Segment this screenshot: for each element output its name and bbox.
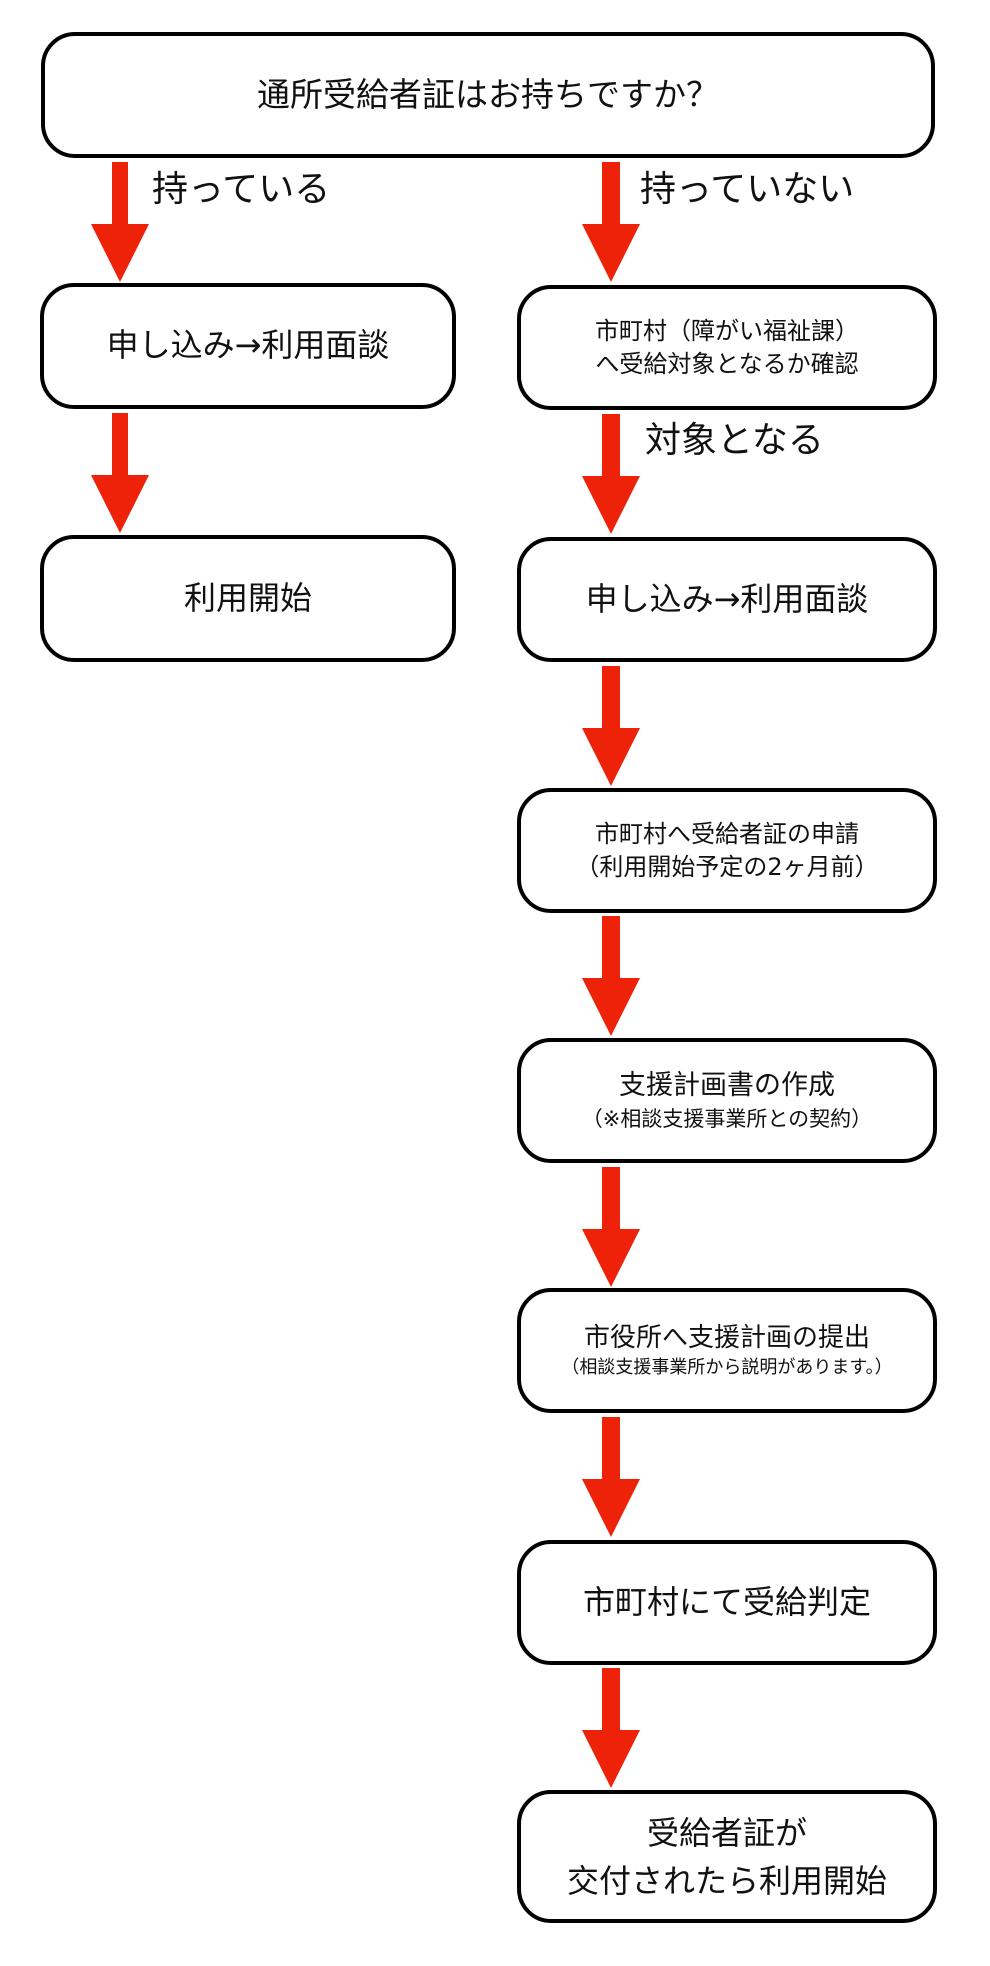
step-text: 市町村へ受給者証の申請 [595, 820, 859, 849]
step-text: （利用開始予定の2ヶ月前） [575, 852, 879, 881]
arrow-down-icon [582, 1668, 640, 1788]
step-text: 申し込み→利用面談 [106, 326, 390, 365]
step-box-apply-certificate: 市町村へ受給者証の申請 （利用開始予定の2ヶ月前） [517, 788, 937, 913]
step-box-certificate-issued: 受給者証が 交付されたら利用開始 [517, 1790, 937, 1923]
step-note: （相談支援事業所から説明があります。） [561, 1356, 893, 1378]
step-text: 市町村にて受給判定 [582, 1582, 871, 1621]
step-text: 受給者証が [646, 1813, 807, 1852]
question-box: 通所受給者証はお持ちですか？ [41, 32, 935, 158]
branch-label-not-have: 持っていない [640, 169, 855, 210]
step-box-right-apply: 申し込み→利用面談 [517, 537, 937, 662]
arrow-down-icon [582, 414, 640, 534]
branch-label-have: 持っている [152, 169, 331, 210]
branch-label-eligible: 対象となる [645, 420, 824, 461]
step-text: 交付されたら利用開始 [566, 1861, 887, 1900]
step-text: 支援計画書の作成 [619, 1070, 835, 1102]
arrow-down-icon [582, 1167, 640, 1287]
step-text: 利用開始 [183, 578, 312, 617]
arrow-down-icon [91, 413, 149, 533]
step-box-left-start: 利用開始 [40, 535, 456, 662]
step-text: 申し込み→利用面談 [585, 579, 869, 618]
arrow-down-icon [91, 162, 149, 282]
step-note: （※相談支援事業所との契約） [581, 1106, 873, 1131]
arrow-down-icon [582, 666, 640, 786]
arrow-down-icon [582, 916, 640, 1036]
step-box-check-eligibility: 市町村（障がい福祉課） へ受給対象となるか確認 [517, 285, 937, 410]
arrow-down-icon [582, 162, 640, 282]
arrow-down-icon [582, 1417, 640, 1537]
step-box-submit-plan: 市役所へ支援計画の提出 （相談支援事業所から説明があります。） [517, 1288, 937, 1413]
question-text: 通所受給者証はお持ちですか？ [257, 74, 719, 114]
step-text: 市町村（障がい福祉課） [595, 317, 859, 346]
step-box-support-plan: 支援計画書の作成 （※相談支援事業所との契約） [517, 1038, 937, 1163]
step-text: へ受給対象となるか確認 [595, 349, 859, 378]
step-box-eligibility-decision: 市町村にて受給判定 [517, 1540, 937, 1665]
step-text: 市役所へ支援計画の提出 [583, 1322, 870, 1353]
step-box-left-apply: 申し込み→利用面談 [40, 283, 456, 409]
